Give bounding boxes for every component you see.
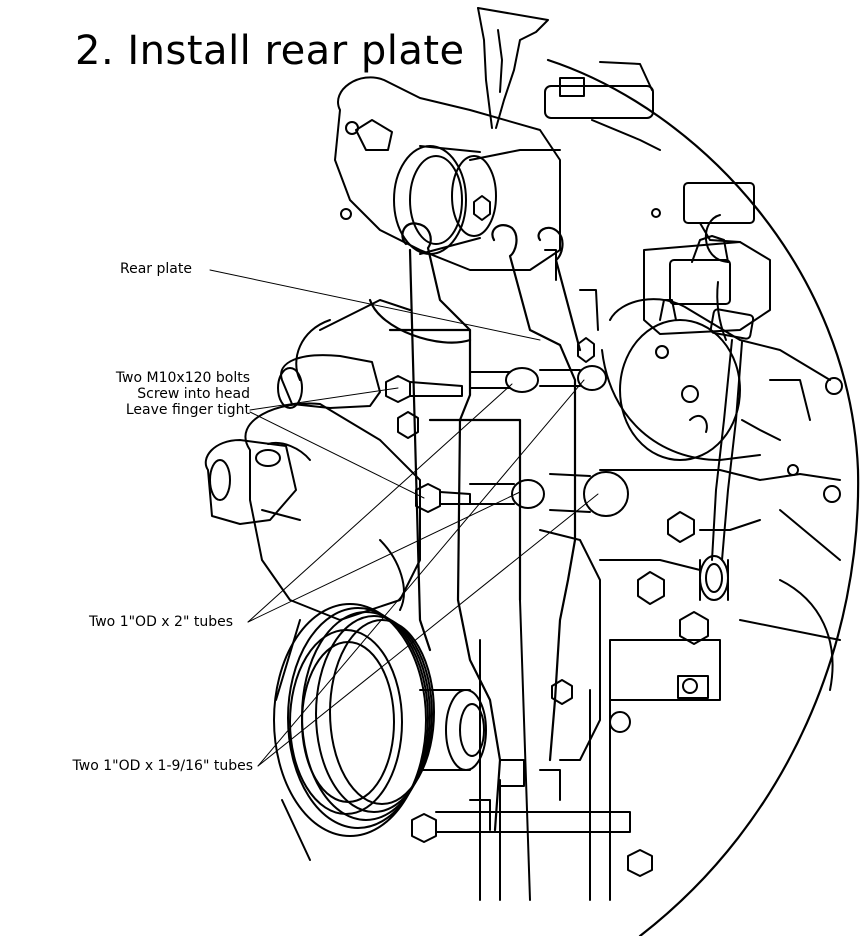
label-tubes-2in: Two 1"OD x 2" tubes xyxy=(89,614,233,630)
crank-pulley xyxy=(273,603,435,861)
water-pump-housing xyxy=(244,299,421,621)
intake-tube xyxy=(477,7,549,129)
lower-tube xyxy=(435,811,631,833)
label-tubes-1-9-16in: Two 1"OD x 1-9/16" tubes xyxy=(72,758,253,774)
spark-plug-wire xyxy=(699,281,755,601)
hardware xyxy=(473,195,799,476)
crop-boundary-arc xyxy=(546,58,860,936)
bolt-bottom-head xyxy=(411,813,437,843)
label-bolts-line-2: Screw into head xyxy=(137,386,250,402)
rear-plate xyxy=(368,222,582,832)
upper-pulley xyxy=(393,145,497,255)
step-title: 2. Install rear plate xyxy=(75,28,465,74)
leader-tube-1916-a xyxy=(257,379,585,767)
leader-bolt-2 xyxy=(249,411,425,499)
tube-lower-right xyxy=(549,471,629,517)
bolt-lower xyxy=(415,483,471,513)
tube-upper-right xyxy=(539,365,607,391)
tube-lower-left xyxy=(469,479,545,509)
timing-cover xyxy=(499,469,841,901)
label-bolts-line-3: Leave finger tight xyxy=(125,402,250,418)
nut-middle xyxy=(397,411,419,439)
cylinder-head xyxy=(601,298,843,691)
leader-rear-plate xyxy=(209,269,541,341)
bolt-upper xyxy=(385,375,463,403)
leader-bolt-1 xyxy=(249,387,399,411)
label-rear-plate: Rear plate xyxy=(120,261,192,277)
coil-pack xyxy=(643,235,771,335)
leader-tube-1916-b xyxy=(257,493,599,767)
connector-right xyxy=(683,182,755,263)
leader-lines xyxy=(209,269,599,767)
upper-housing xyxy=(334,76,561,271)
leader-tube-2in-a xyxy=(247,383,513,623)
leader-tube-2in-b xyxy=(247,491,521,623)
tube-upper-left xyxy=(469,367,539,393)
connector-top xyxy=(544,61,661,151)
thermostat-outlet xyxy=(204,439,297,525)
label-bolts-line-1: Two M10x120 bolts xyxy=(115,370,250,386)
balancer-hub xyxy=(419,689,491,831)
